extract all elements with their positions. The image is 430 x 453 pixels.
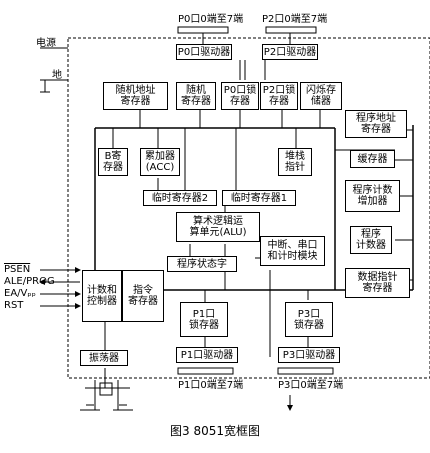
random-addr-reg-block: 随机地址 寄存器 bbox=[103, 82, 168, 110]
buffer-block: 缓存器 bbox=[350, 150, 395, 168]
timing-control-block: 计数和 控制器 bbox=[82, 270, 122, 322]
data-pointer-block: 数据指针 寄存器 bbox=[345, 268, 410, 298]
p0-pins-label: P0口0端至7端 bbox=[178, 14, 244, 25]
instruction-register-block: 指令 寄存器 bbox=[122, 270, 164, 322]
int-serial-timer-block: 中断、串口 和计时模块 bbox=[260, 236, 325, 266]
p3-driver-block: P3口驱动器 bbox=[278, 347, 340, 363]
ale-signal: ALE/PROG bbox=[4, 276, 55, 287]
b-register-block: B寄 存器 bbox=[98, 148, 128, 176]
random-reg-block: 随机 寄存器 bbox=[176, 82, 216, 110]
oscillator-block: 振荡器 bbox=[80, 350, 128, 366]
p2-driver-block: P2口驱动器 bbox=[262, 44, 318, 60]
temp-register-1-block: 临时寄存器1 bbox=[222, 190, 296, 206]
p0-latch-block: P0口锁 存器 bbox=[221, 82, 259, 110]
ground-label: 地 bbox=[52, 70, 62, 81]
p1-latch-block: P1口 锁存器 bbox=[180, 302, 228, 337]
temp-register-2-block: 临时寄存器2 bbox=[143, 190, 217, 206]
figure-caption: 图3 8051宽框图 bbox=[170, 424, 260, 438]
rst-signal: RST bbox=[4, 300, 24, 311]
p3-latch-block: P3口 锁存器 bbox=[285, 302, 333, 337]
psw-block: 程序状态字 bbox=[167, 256, 237, 272]
p2-pins-label: P2口0端至7端 bbox=[262, 14, 328, 25]
chip-boundary bbox=[67, 37, 430, 379]
prog-addr-reg-block: 程序地址 寄存器 bbox=[345, 110, 407, 138]
alu-block: 算术逻辑运 算单元(ALU) bbox=[176, 212, 260, 242]
pc-incrementer-block: 程序计数 增加器 bbox=[345, 180, 400, 212]
ea-signal: EA/Vₚₚ bbox=[4, 288, 36, 299]
power-label: 电源 bbox=[36, 38, 56, 49]
p0-driver-block: P0口驱动器 bbox=[176, 44, 232, 60]
p2-latch-block: P2口锁 存器 bbox=[260, 82, 298, 110]
psen-signal: PSEN bbox=[4, 264, 31, 275]
program-counter-block: 程序 计数器 bbox=[350, 226, 392, 254]
flash-memory-block: 闪烁存 储器 bbox=[300, 82, 342, 110]
accumulator-block: 累加器 (ACC) bbox=[140, 148, 180, 176]
p1-pins-label: P1口0端至7端 bbox=[178, 380, 244, 391]
p1-driver-block: P1口驱动器 bbox=[176, 347, 238, 363]
p3-pins-label: P3口0端至7端 bbox=[278, 380, 344, 391]
stack-pointer-block: 堆栈 指针 bbox=[278, 148, 312, 176]
